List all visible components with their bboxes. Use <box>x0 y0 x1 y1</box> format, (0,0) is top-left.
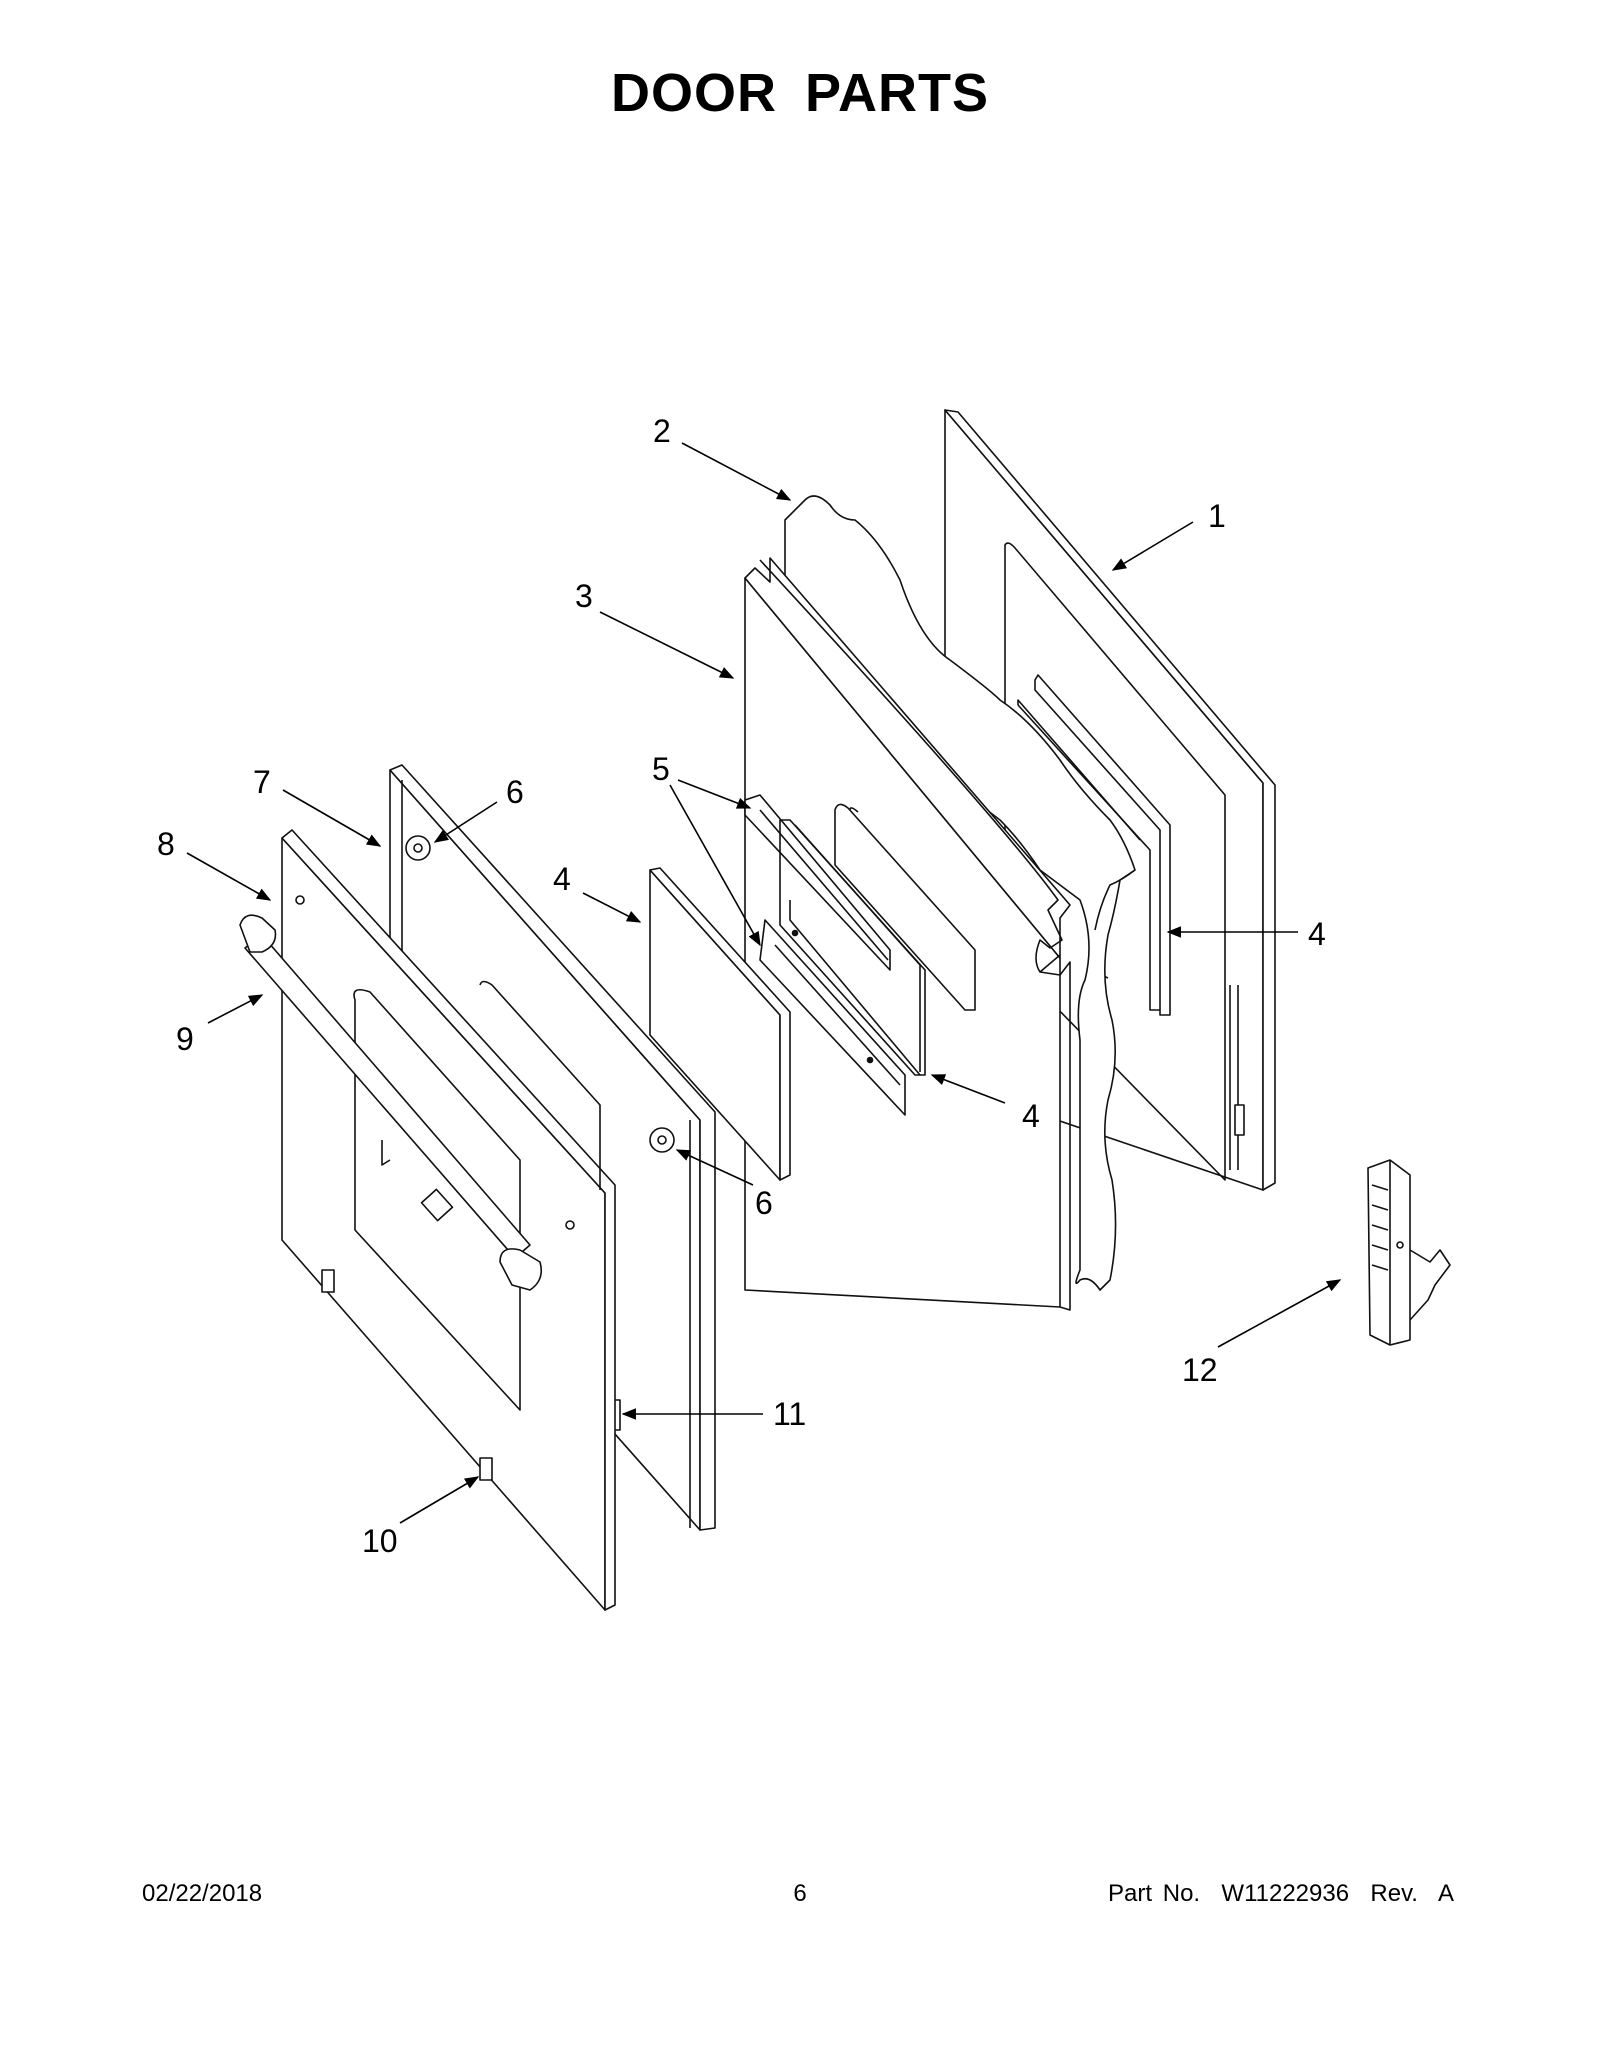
callout-4-a: 4 <box>553 861 571 897</box>
door-hinge <box>1367 1159 1451 1346</box>
footer-page-number: 6 <box>793 1880 807 1907</box>
outer-door-panel <box>281 829 616 1611</box>
callout-4-b: 4 <box>1308 916 1326 952</box>
glass-retainer-upper <box>744 794 891 971</box>
callout-11: 11 <box>773 1396 806 1432</box>
glass-retainer-lower <box>759 919 906 1116</box>
callout-12: 12 <box>1182 1352 1218 1388</box>
door-frame-windows <box>779 803 976 1076</box>
door-handle <box>239 914 543 1291</box>
page-title: DOOR PARTS <box>610 63 989 123</box>
callouts: 1 2 3 4 4 4 5 6 6 7 8 9 10 11 12 <box>157 413 1326 1559</box>
callout-2: 2 <box>653 413 671 449</box>
footer-date: 02/22/2018 <box>142 1880 263 1907</box>
footer-part-number: Part No. W11222936 Rev. A <box>1108 1880 1454 1907</box>
callout-1: 1 <box>1208 498 1226 534</box>
glass-pane-front <box>649 867 791 1181</box>
callout-5: 5 <box>652 751 670 787</box>
callout-8: 8 <box>157 826 175 862</box>
door-frame <box>744 557 1071 1311</box>
callout-7: 7 <box>253 764 271 800</box>
callout-4-c: 4 <box>1022 1098 1040 1134</box>
callout-6-b: 6 <box>755 1185 773 1221</box>
leader-arrows <box>186 442 1342 1524</box>
callout-9: 9 <box>176 1021 194 1057</box>
door-insulation <box>784 495 1136 1291</box>
callout-3: 3 <box>575 578 593 614</box>
callout-10: 10 <box>362 1523 398 1559</box>
callout-6-a: 6 <box>506 774 524 810</box>
